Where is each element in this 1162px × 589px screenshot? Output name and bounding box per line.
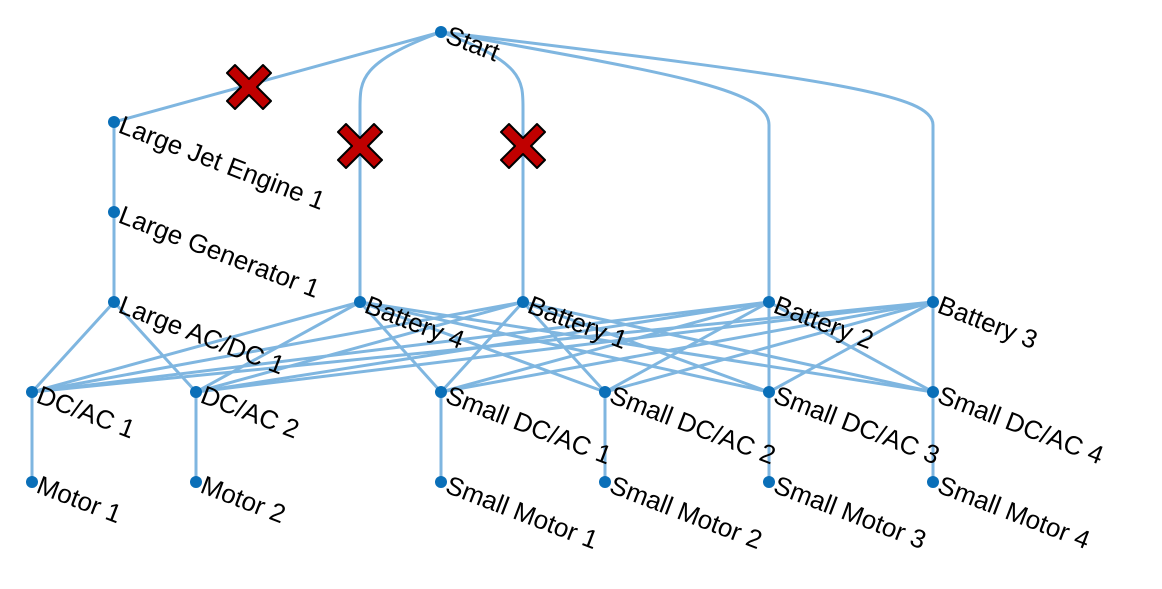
node-label: Start [442, 20, 505, 68]
node-dot [927, 476, 939, 488]
failure-markers-layer [226, 64, 546, 169]
edge-battery_1-to-small_dcac_3 [521, 300, 771, 394]
node-dot [435, 476, 447, 488]
edge-battery_1-to-dcac_2 [194, 300, 525, 394]
node-dcac_2: DC/AC 2 [190, 380, 304, 445]
node-large_generator_1: Large Generator 1 [108, 200, 324, 304]
node-dot [26, 476, 38, 488]
node-dot [927, 386, 939, 398]
edge-battery_2-to-dcac_1 [30, 300, 771, 394]
failure-x-shape [500, 123, 546, 169]
edge-battery_2-to-small_dcac_1 [439, 300, 771, 394]
failure-x-icon [337, 123, 383, 169]
edge-battery_4-to-dcac_1 [30, 300, 362, 394]
node-motor_1: Motor 1 [26, 470, 126, 530]
node-small_dcac_3: Small DC/AC 3 [763, 380, 944, 471]
node-dot [108, 296, 120, 308]
edge-battery_3-to-small_dcac_2 [603, 300, 935, 394]
edge-start-to-battery_1 [439, 30, 525, 304]
edge-battery_3-to-small_dcac_1 [439, 300, 935, 394]
node-dot [354, 296, 366, 308]
node-motor_2: Motor 2 [190, 470, 290, 530]
node-label: Motor 1 [33, 470, 126, 530]
node-dot [599, 386, 611, 398]
node-dot [190, 476, 202, 488]
node-dot [108, 206, 120, 218]
failure-x-icon [226, 64, 272, 110]
node-small_dcac_1: Small DC/AC 1 [435, 380, 616, 471]
node-dot [108, 116, 120, 128]
node-dot [190, 386, 202, 398]
node-start: Start [435, 20, 505, 68]
edge-battery_3-to-small_dcac_3 [767, 300, 935, 394]
node-label: Battery 2 [770, 290, 878, 355]
node-large_jet_engine_1: Large Jet Engine 1 [108, 110, 329, 216]
node-small_motor_3: Small Motor 3 [763, 470, 930, 555]
edge-battery_1-to-dcac_1 [30, 300, 525, 394]
node-dot [763, 386, 775, 398]
node-dot [435, 386, 447, 398]
node-battery_3: Battery 3 [927, 290, 1042, 355]
node-dot [763, 476, 775, 488]
node-label: Small DC/AC 3 [770, 380, 944, 471]
node-label: DC/AC 1 [33, 380, 140, 445]
edge-battery_1-to-small_dcac_4 [521, 300, 935, 394]
edge-start-to-battery_2 [439, 30, 771, 304]
failure-x-shape [337, 123, 383, 169]
edge-battery_3-to-dcac_1 [30, 300, 935, 394]
node-label: Large Jet Engine 1 [115, 110, 330, 216]
node-label: Small DC/AC 2 [606, 380, 780, 471]
node-label: Small Motor 3 [770, 470, 930, 555]
failure-x-icon [500, 123, 546, 169]
node-label: Small DC/AC 4 [934, 380, 1108, 471]
node-small_dcac_2: Small DC/AC 2 [599, 380, 780, 471]
node-dot [599, 476, 611, 488]
node-label: Small Motor 4 [934, 470, 1094, 555]
node-label: Small Motor 2 [606, 470, 766, 555]
node-small_motor_2: Small Motor 2 [599, 470, 766, 555]
node-dot [517, 296, 529, 308]
node-label: Large AC/DC 1 [115, 290, 289, 381]
edge-battery_3-to-dcac_2 [194, 300, 935, 394]
node-label: Battery 3 [934, 290, 1042, 355]
edge-large_acdc_1-to-dcac_1 [30, 300, 116, 394]
edge-start-to-large_jet_engine_1 [112, 30, 443, 124]
failure-x-shape [226, 64, 272, 110]
edge-start-to-battery_3 [439, 30, 935, 304]
node-label: Small DC/AC 1 [442, 380, 616, 471]
node-small_dcac_4: Small DC/AC 4 [927, 380, 1108, 471]
node-large_acdc_1: Large AC/DC 1 [108, 290, 289, 381]
node-small_motor_1: Small Motor 1 [435, 470, 602, 555]
node-label: Large Generator 1 [115, 200, 324, 304]
node-dot [763, 296, 775, 308]
node-small_motor_4: Small Motor 4 [927, 470, 1094, 555]
node-dcac_1: DC/AC 1 [26, 380, 140, 445]
node-label: Small Motor 1 [442, 470, 602, 555]
edges-layer [30, 30, 935, 484]
edge-start-to-battery_4 [358, 30, 443, 304]
node-dot [435, 26, 447, 38]
node-dot [26, 386, 38, 398]
node-label: DC/AC 2 [197, 380, 304, 445]
node-dot [927, 296, 939, 308]
node-label: Motor 2 [197, 470, 290, 530]
